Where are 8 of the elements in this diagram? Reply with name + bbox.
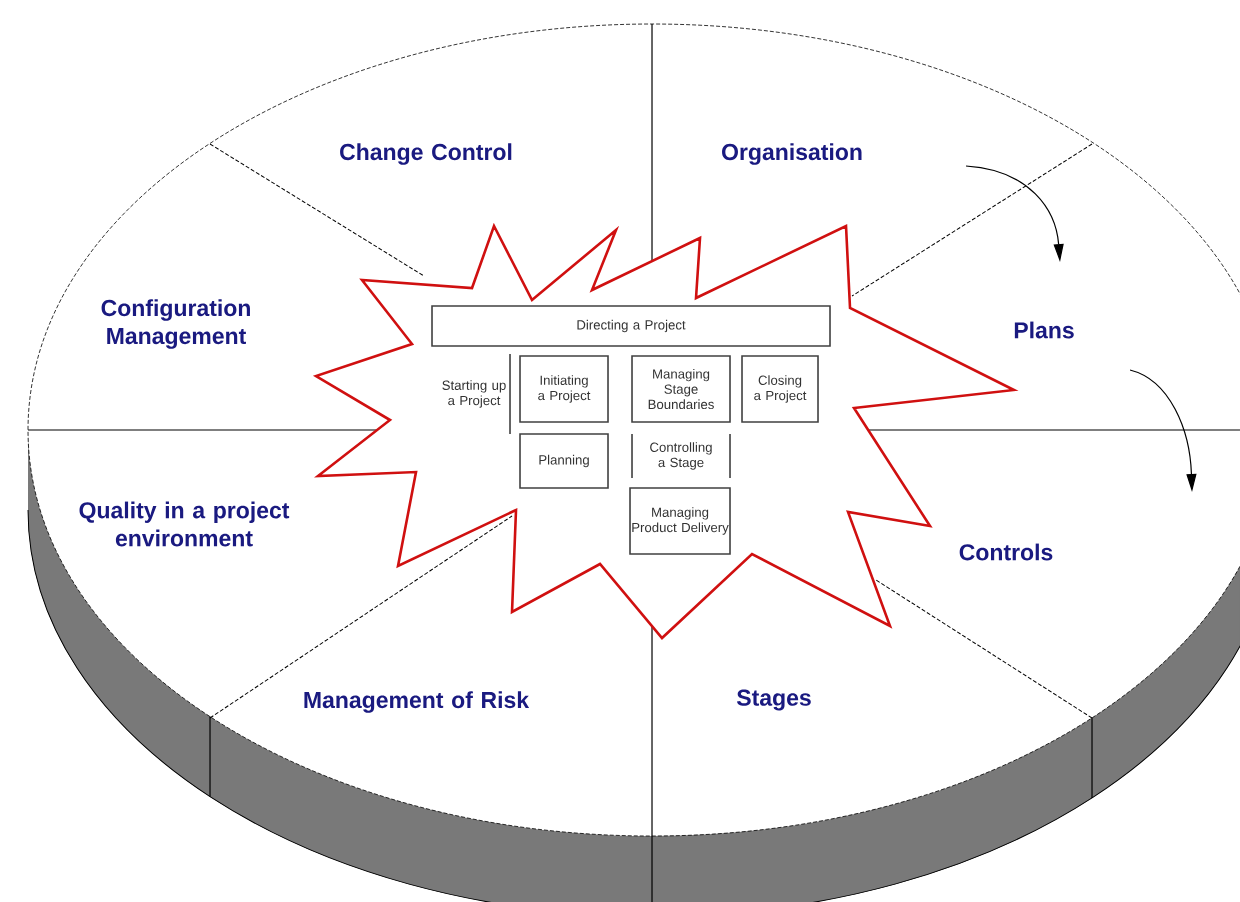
segment-label: Configuration Management <box>101 299 250 349</box>
segment-label: Management of Risk <box>304 691 530 713</box>
segment-label: Stages <box>736 689 811 711</box>
segment-label: Quality in a project environment <box>79 501 290 547</box>
segment-label: Plans <box>1014 321 1074 339</box>
segment-label: Organisation <box>722 143 862 165</box>
segment-label: Change Control <box>340 143 512 165</box>
segment-label: Controls <box>959 543 1053 561</box>
